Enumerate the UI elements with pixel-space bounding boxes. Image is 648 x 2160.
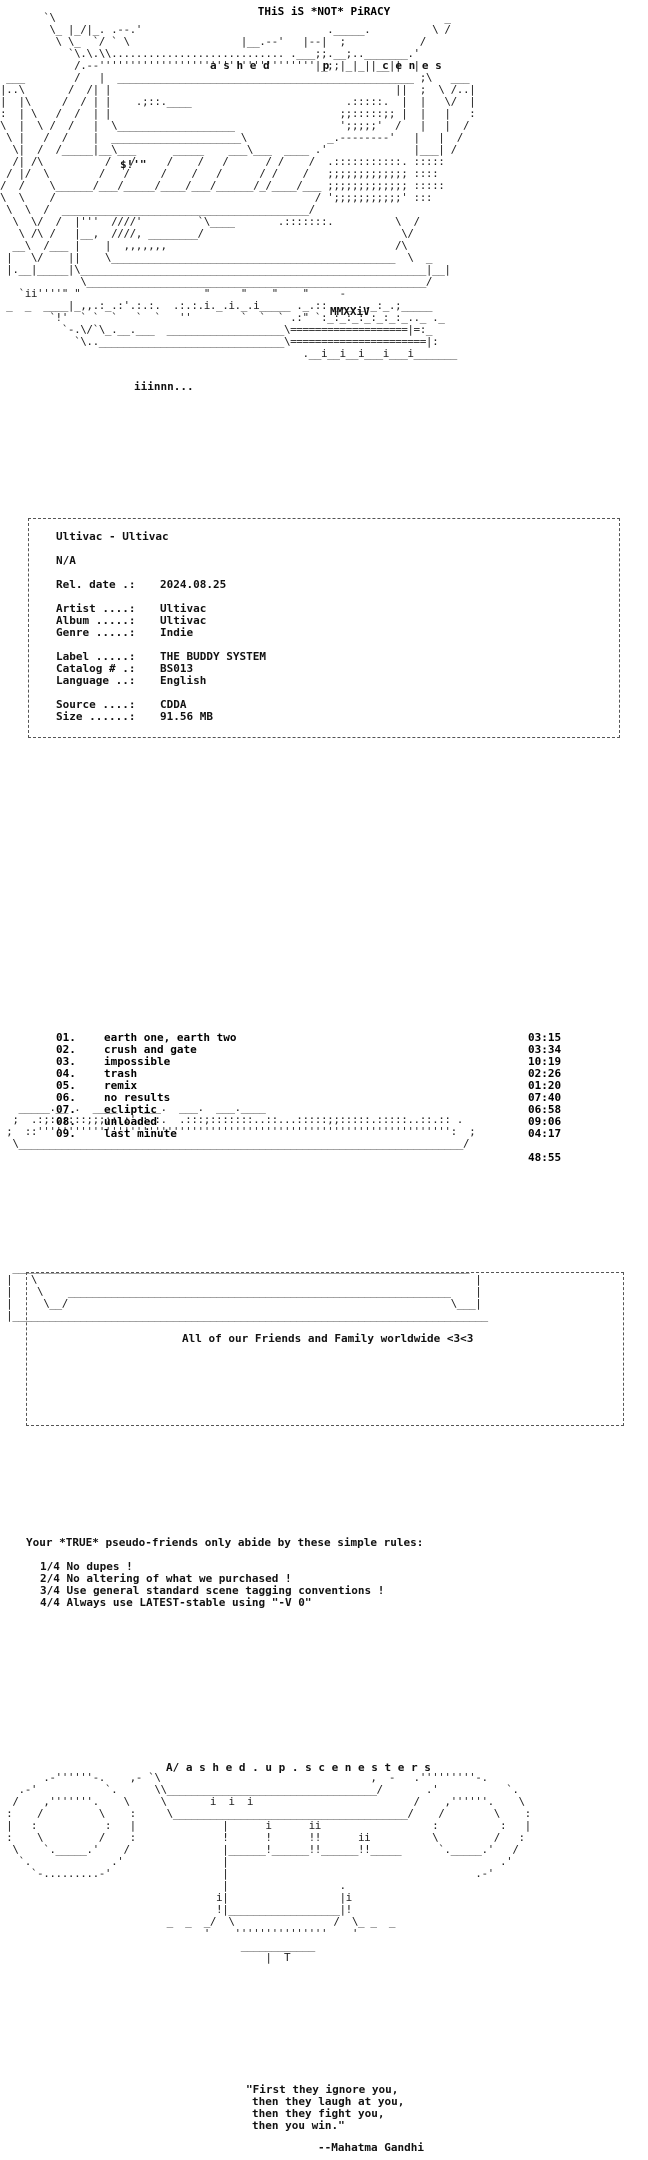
source-label: Source ....: (56, 698, 136, 711)
track-time: 01:20 (528, 1079, 562, 1092)
album-value: Ultivac (160, 614, 207, 627)
track-title: unloaded (104, 1115, 157, 1128)
track-title: trash (104, 1067, 138, 1080)
genre-value: Indie (160, 626, 194, 639)
quote-line: "First they ignore you, (246, 2083, 399, 2096)
quote-line: then you win." (252, 2119, 345, 2132)
year-mark: MMXXiV (330, 305, 370, 318)
track-title: impossible (104, 1055, 171, 1068)
language-label: Language ..: (56, 674, 136, 687)
track-title: ecliptic (104, 1103, 157, 1116)
track-num: 09. (56, 1127, 76, 1140)
quote-line: then they fight you, (252, 2107, 385, 2120)
language-value: English (160, 674, 207, 687)
label-value: THE BUDDY SYSTEM (160, 650, 266, 663)
catalog-label: Catalog # .: (56, 662, 136, 675)
ascii-art-divider-2: ________________________________________… (6, 1261, 488, 1322)
track-num: 06. (56, 1091, 76, 1104)
quote-attribution: --Mahatma Gandhi (318, 2141, 424, 2154)
release-extra: N/A (56, 554, 76, 567)
ascii-art-background: `\ _ \_ |_/|_. .--.' ._____. \ / \ \_ `/… (0, 11, 476, 360)
sf-mark: $!'" (120, 158, 147, 171)
track-num: 02. (56, 1043, 76, 1056)
track-num: 04. (56, 1067, 76, 1080)
rule-item: 2/4 No altering of what we purchased ! (40, 1572, 292, 1585)
ascii-art-footer: .-''''''-. ,- `\ , - .'''''''''-. .-' `.… (6, 1771, 531, 1964)
ascii-art-divider: _____.__ . ____ . ___. ___. ___.____ ; .… (6, 1101, 476, 1150)
track-time: 04:17 (528, 1127, 562, 1140)
track-time: 06:58 (528, 1103, 562, 1116)
track-title: no results (104, 1091, 171, 1104)
quote-line: then they laugh at you, (252, 2095, 405, 2108)
group-name: A/ a s h e d . u p . s c e n e s t e r s (166, 1761, 431, 1774)
source-value: CDDA (160, 698, 187, 711)
group-letters: a s h e d p c e n e s (210, 59, 442, 72)
catalog-value: BS013 (160, 662, 194, 675)
greets-text: All of our Friends and Family worldwide … (182, 1332, 474, 1345)
artist-value: Ultivac (160, 602, 207, 615)
track-time: 02:26 (528, 1067, 562, 1080)
rel-date-value: 2024.08.25 (160, 578, 227, 591)
track-title: crush and gate (104, 1043, 197, 1056)
artist-label: Artist ....: (56, 602, 136, 615)
rule-item: 3/4 Use general standard scene tagging c… (40, 1584, 385, 1597)
tagline: THiS iS *NOT* PiRACY (257, 5, 391, 18)
genre-label: Genre .....: (56, 626, 136, 639)
track-time: 03:15 (528, 1031, 562, 1044)
rule-item: 1/4 No dupes ! (40, 1560, 133, 1573)
track-title: earth one, earth two (104, 1031, 237, 1044)
label-label: Label .....: (56, 650, 136, 663)
track-num: 08. (56, 1115, 76, 1128)
track-num: 07. (56, 1103, 76, 1116)
track-time: 09:06 (528, 1115, 562, 1128)
track-time: 03:34 (528, 1043, 562, 1056)
total-time: 48:55 (528, 1151, 562, 1164)
track-time: 07:40 (528, 1091, 562, 1104)
track-num: 03. (56, 1055, 76, 1068)
size-value: 91.56 MB (160, 710, 213, 723)
album-label: Album .....: (56, 614, 136, 627)
track-num: 01. (56, 1031, 76, 1044)
greets-box (26, 1272, 624, 1426)
track-time: 10:19 (528, 1055, 562, 1068)
release-title: Ultivac - Ultivac (56, 530, 169, 543)
rules-intro: Your *TRUE* pseudo-friends only abide by… (26, 1536, 424, 1549)
size-label: Size ......: (56, 710, 136, 723)
track-title: remix (104, 1079, 138, 1092)
release-info-box (28, 518, 620, 738)
track-num: 05. (56, 1079, 76, 1092)
rel-date-label: Rel. date .: (56, 578, 136, 591)
track-title: last minute (104, 1127, 177, 1140)
rows-fill: iiinnn... (134, 380, 194, 393)
rule-item: 4/4 Always use LATEST-stable using "-V 0… (40, 1596, 312, 1609)
